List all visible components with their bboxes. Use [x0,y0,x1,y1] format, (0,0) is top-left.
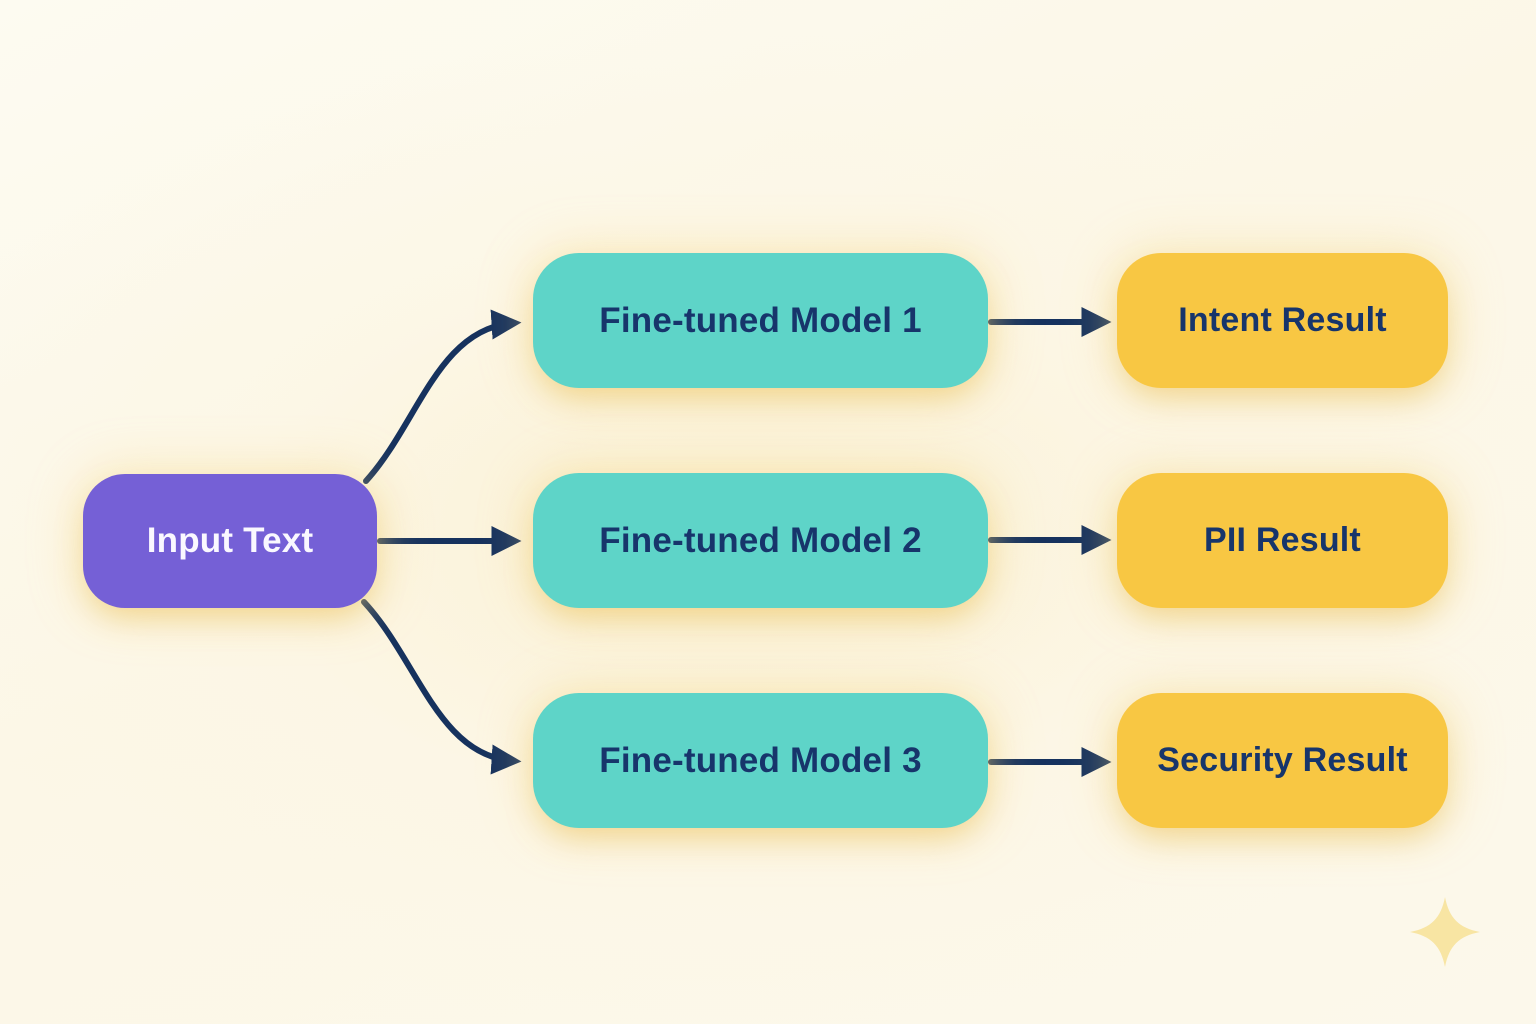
model-3-label: Fine-tuned Model 3 [599,740,922,780]
input-text-node: Input Text [83,474,377,608]
intent-result-node: Intent Result [1117,253,1448,388]
security-result-label: Security Result [1157,741,1408,779]
model-3-node: Fine-tuned Model 3 [533,693,988,828]
model-2-node: Fine-tuned Model 2 [533,473,988,608]
model-1-label: Fine-tuned Model 1 [599,300,922,340]
pii-result-node: PII Result [1117,473,1448,608]
security-result-node: Security Result [1117,693,1448,828]
sparkle-icon [1410,897,1480,967]
arrow-input-to-model3 [361,599,522,775]
model-1-node: Fine-tuned Model 1 [533,253,988,388]
pii-result-label: PII Result [1204,521,1361,559]
input-text-label: Input Text [146,521,314,560]
intent-result-label: Intent Result [1178,301,1387,339]
model-2-label: Fine-tuned Model 2 [599,520,922,560]
arrow-input-to-model1 [363,309,522,484]
